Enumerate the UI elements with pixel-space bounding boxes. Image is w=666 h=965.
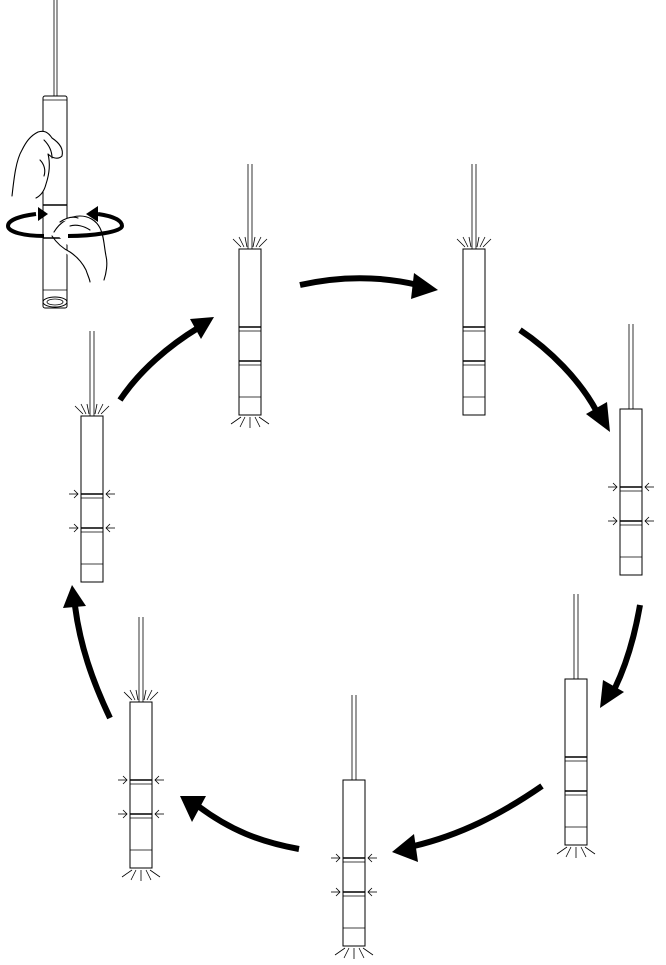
arrow-step2-to-step3 [518, 327, 610, 432]
arrow-step4-to-step5 [392, 783, 544, 862]
fixture-step-7 [68, 330, 116, 583]
cycle-arrows [63, 273, 643, 862]
arrow-step5-to-step6 [180, 796, 300, 852]
arrow-step3-to-step4 [600, 604, 643, 708]
rotate-right-arrow-icon [67, 212, 125, 238]
fixture-step-1 [230, 163, 270, 429]
hands-rotating-illustration [5, 0, 125, 309]
fixture-step-5 [330, 694, 378, 960]
arrow-step1-to-step2 [299, 273, 438, 299]
fixture-step-4 [556, 593, 596, 859]
fixture-step-3 [607, 323, 655, 576]
fixture-step-6 [117, 616, 165, 882]
arrow-step6-to-step7 [63, 585, 113, 720]
arrow-step7-to-step1 [117, 317, 214, 402]
upper-hand-icon [11, 130, 63, 199]
rotate-left-arrow-icon [5, 212, 45, 238]
fixture-step-2 [456, 163, 492, 416]
